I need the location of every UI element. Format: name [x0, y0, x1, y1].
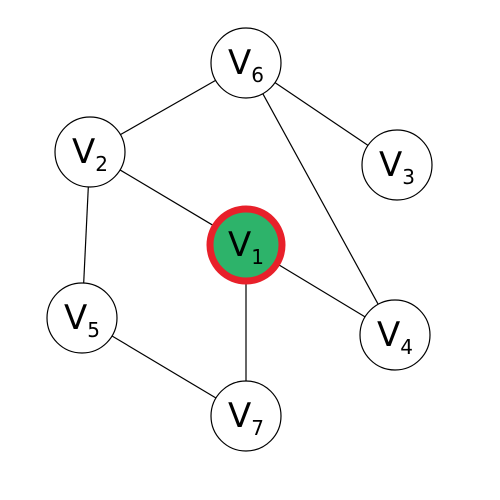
node-v5-subscript: 5	[87, 318, 100, 342]
node-v3-subscript: 3	[402, 165, 415, 189]
edge-v2-v5	[83, 186, 89, 284]
node-v3-label: V3	[379, 145, 415, 189]
node-v1-subscript: 1	[251, 245, 264, 269]
node-v5-label: V5	[64, 298, 100, 342]
graph-edges	[83, 79, 379, 399]
node-v4-letter: V	[377, 315, 400, 355]
node-v7-subscript: 7	[251, 416, 264, 440]
node-v6-circle	[210, 27, 282, 99]
node-v5-letter: V	[64, 298, 87, 338]
edge-v6-v3	[274, 82, 369, 146]
node-v7-label: V7	[228, 396, 264, 440]
node-v1-circle	[206, 205, 286, 285]
node-v2-subscript: 2	[95, 152, 108, 176]
node-v2: V2	[54, 116, 126, 188]
node-v6-label: V6	[228, 43, 264, 87]
node-v7-letter: V	[228, 396, 251, 436]
node-v7-circle	[210, 380, 282, 452]
node-v3-circle	[361, 129, 433, 201]
node-v2-circle	[54, 116, 126, 188]
node-v3-letter: V	[379, 145, 402, 185]
node-v4-label: V4	[377, 315, 413, 359]
node-v4-subscript: 4	[400, 335, 413, 359]
node-v6-subscript: 6	[251, 63, 264, 87]
edge-v1-v4	[276, 263, 366, 318]
node-v2-label: V2	[72, 132, 108, 176]
node-v6: V6	[210, 27, 282, 99]
node-v1: V1	[206, 205, 286, 285]
node-v1-letter: V	[228, 225, 251, 265]
edge-v5-v7	[111, 335, 217, 399]
node-v2-letter: V	[72, 132, 95, 172]
edge-v6-v4	[262, 93, 379, 305]
node-v4: V4	[359, 299, 431, 371]
node-v3: V3	[361, 129, 433, 201]
node-v7: V7	[210, 380, 282, 452]
edge-v6-v2	[120, 79, 216, 136]
edge-v2-v1	[119, 169, 216, 228]
node-v4-circle	[359, 299, 431, 371]
node-v5-circle	[46, 282, 118, 354]
node-v6-letter: V	[228, 43, 251, 83]
node-v5: V5	[46, 282, 118, 354]
node-v1-label: V1	[228, 225, 264, 269]
